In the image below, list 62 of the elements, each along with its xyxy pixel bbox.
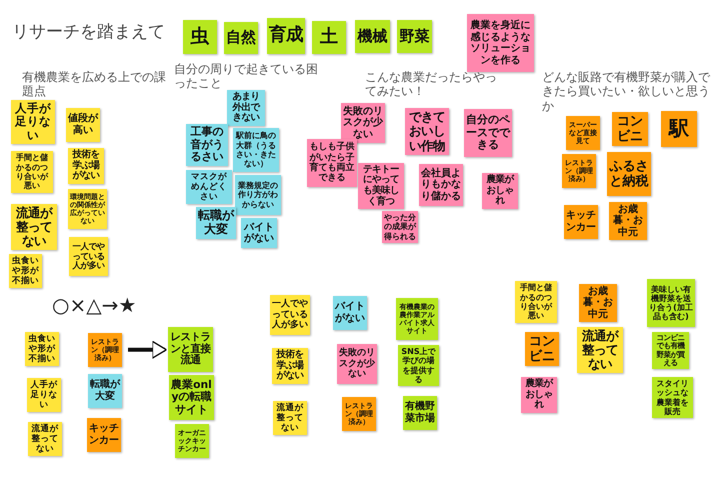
sticky-note: できておいしい作物 xyxy=(405,108,449,155)
sticky-note: 人手が足りない xyxy=(27,378,61,412)
sticky-note: テキトーにやっても美味しく育つ xyxy=(358,163,404,209)
sticky-note: 自然 xyxy=(224,22,258,54)
sticky-note: 野菜 xyxy=(397,20,432,53)
sticky-note: 技術を学ぶ場がない xyxy=(68,148,104,184)
sticky-note: 虫食いや形が不揃い xyxy=(9,254,42,288)
sticky-note: 値段が高い xyxy=(66,108,100,142)
section-heading: 有機農業を広める上での課題点 xyxy=(22,70,167,99)
sticky-note: 技術を学ぶ場がない xyxy=(272,348,308,384)
sticky-note: 手間と儲かるのつり合いが悪い xyxy=(11,151,53,193)
sticky-note: 農業がおしゃれ xyxy=(521,377,557,413)
sticky-note: やった分の成果が得られる xyxy=(382,211,418,243)
sticky-note: 失敗のリスクが少ない xyxy=(337,344,377,384)
sticky-note: 流通が整ってない xyxy=(11,204,57,250)
sticky-note: コンビニ xyxy=(612,112,648,146)
sticky-note: 農業がおしゃれ xyxy=(482,173,518,209)
sticky-note: 土 xyxy=(312,21,346,54)
section-heading: こんな農業だったらやってみたい！ xyxy=(365,70,498,99)
sticky-note: 流通が整ってない xyxy=(577,327,623,373)
sticky-note: 農業onlyの転職サイト xyxy=(169,375,214,420)
sticky-note: 駅 xyxy=(661,111,697,147)
sticky-note: 一人でやっている人が多い xyxy=(270,295,310,335)
sticky-note: 業務規定の作り方がわからない xyxy=(235,175,281,215)
sticky-note: コンビニ xyxy=(525,332,559,366)
sticky-note: 育成 xyxy=(267,18,305,54)
sticky-note: レストランと直接流通 xyxy=(168,327,213,372)
page-title: リサーチを踏まえて xyxy=(12,21,165,43)
sticky-note: 美味しい有機野菜を送り合う(加工品も含む) xyxy=(647,279,695,327)
sticky-note: お歳暮・お中元 xyxy=(609,202,647,240)
sticky-note: SNS上で学びの場を提供する xyxy=(398,345,439,386)
sticky-note: 失敗のリスクが少ない xyxy=(341,103,385,143)
sticky-note: キッチンカー xyxy=(87,418,121,452)
sticky-note: 手間と儲かるのつり合いが悪い xyxy=(515,281,557,323)
sticky-note: 虫食いや形が不揃い xyxy=(25,332,59,366)
sticky-note: 有機野菜市場 xyxy=(403,396,437,430)
symbol-row-text: ○×△→★ xyxy=(52,293,138,317)
sticky-note: 工事の音がうるさい xyxy=(186,124,228,166)
sticky-note: 転職が大変 xyxy=(88,374,122,408)
sticky-note: 人手が足りない xyxy=(11,100,55,144)
sticky-note: 転職が大変 xyxy=(196,207,236,239)
sticky-note: お歳暮・お中元 xyxy=(579,284,617,322)
sticky-note: マスクがめんどくさい xyxy=(186,170,232,204)
sticky-note: スタイリッシュな農業着を販売 xyxy=(652,377,693,418)
sticky-note: 流通が整ってない xyxy=(273,401,307,435)
sticky-note: ふるさと納税 xyxy=(607,152,651,196)
sticky-note: 虫 xyxy=(183,20,217,54)
sticky-note: バイトがない xyxy=(241,218,277,248)
section-heading: 自分の周りで起きている困ったこと xyxy=(174,62,319,91)
sticky-note: 会社員よりもかなり儲かる xyxy=(419,164,463,206)
sticky-note: 農業を身近に感じるようなソリューションを作る xyxy=(467,14,534,72)
block-arrow xyxy=(128,340,168,359)
sticky-note: 一人でやっている人が多い xyxy=(69,237,108,276)
sticky-note: 機械 xyxy=(355,20,390,53)
section-heading: どんな販路で有機野菜が購入できたら買いたい・欲しいと思うか xyxy=(542,70,712,114)
sticky-note: キッチンカー xyxy=(564,205,598,239)
sticky-note: バイトがない xyxy=(333,296,367,330)
sticky-note: もしも子供がいたら子育ても両立できる xyxy=(307,139,357,187)
sticky-note: 流通が整ってない xyxy=(28,422,62,456)
sticky-note: 自分のペースでできる xyxy=(464,109,512,157)
sticky-note: あまり外出できない xyxy=(227,90,265,126)
sticky-note: 駅前に鳥の大群（うるさい・きたない） xyxy=(233,128,279,172)
